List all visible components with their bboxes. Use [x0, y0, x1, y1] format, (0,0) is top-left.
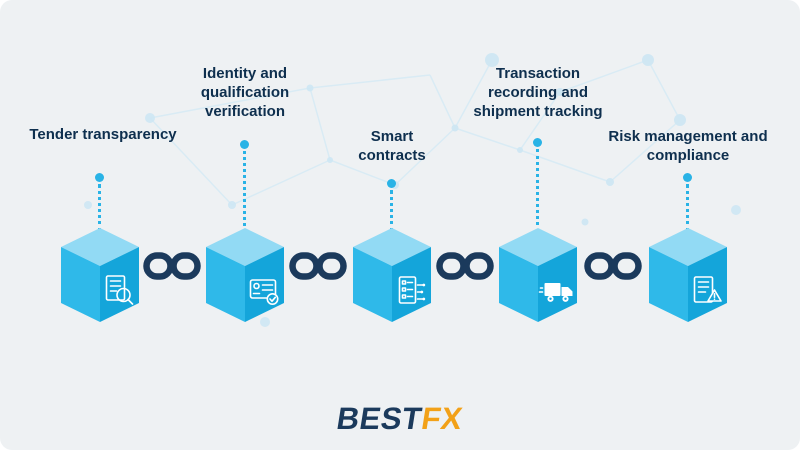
- connector-dotted-line: [243, 151, 246, 232]
- connector-dot: [95, 173, 104, 182]
- connector-dot: [240, 140, 249, 149]
- document-search-icon: [105, 275, 134, 305]
- cube-identity-verification: [206, 228, 284, 322]
- node-label-identity-verification: Identity and qualification verification: [200, 65, 290, 120]
- id-card-check-icon: [249, 279, 279, 305]
- connector-dotted-line: [98, 184, 101, 232]
- logo-text-primary: BEST: [334, 401, 425, 436]
- node-label-risk-management: Risk management and compliance: [608, 128, 768, 164]
- connector-dot: [683, 173, 692, 182]
- risk-warning-document-icon: [693, 276, 722, 303]
- cube-smart-contracts: [353, 228, 431, 322]
- chain-link-icon: [436, 250, 494, 282]
- cube-tender-transparency: [61, 228, 139, 322]
- connector-dot: [387, 179, 396, 188]
- delivery-truck-icon: [538, 283, 573, 302]
- cube-transaction-recording: [499, 228, 577, 322]
- bestfx-logo: BESTFX: [0, 401, 800, 437]
- chain-link-icon: [289, 250, 347, 282]
- cube-risk-management: [649, 228, 727, 322]
- connector-dotted-line: [536, 149, 539, 232]
- connector-dotted-line: [390, 190, 393, 232]
- connector-dotted-line: [686, 184, 689, 232]
- logo-text-accent: FX: [419, 401, 466, 436]
- node-label-tender-transparency: Tender transparency: [29, 126, 177, 143]
- node-label-smart-contracts: Smart contracts: [358, 128, 426, 164]
- connector-dot: [533, 138, 542, 147]
- node-label-transaction-recording: Transaction recording and shipment track…: [473, 65, 603, 120]
- chain-link-icon: [143, 250, 201, 282]
- chain-link-icon: [584, 250, 642, 282]
- contract-checklist-icon: [398, 276, 426, 304]
